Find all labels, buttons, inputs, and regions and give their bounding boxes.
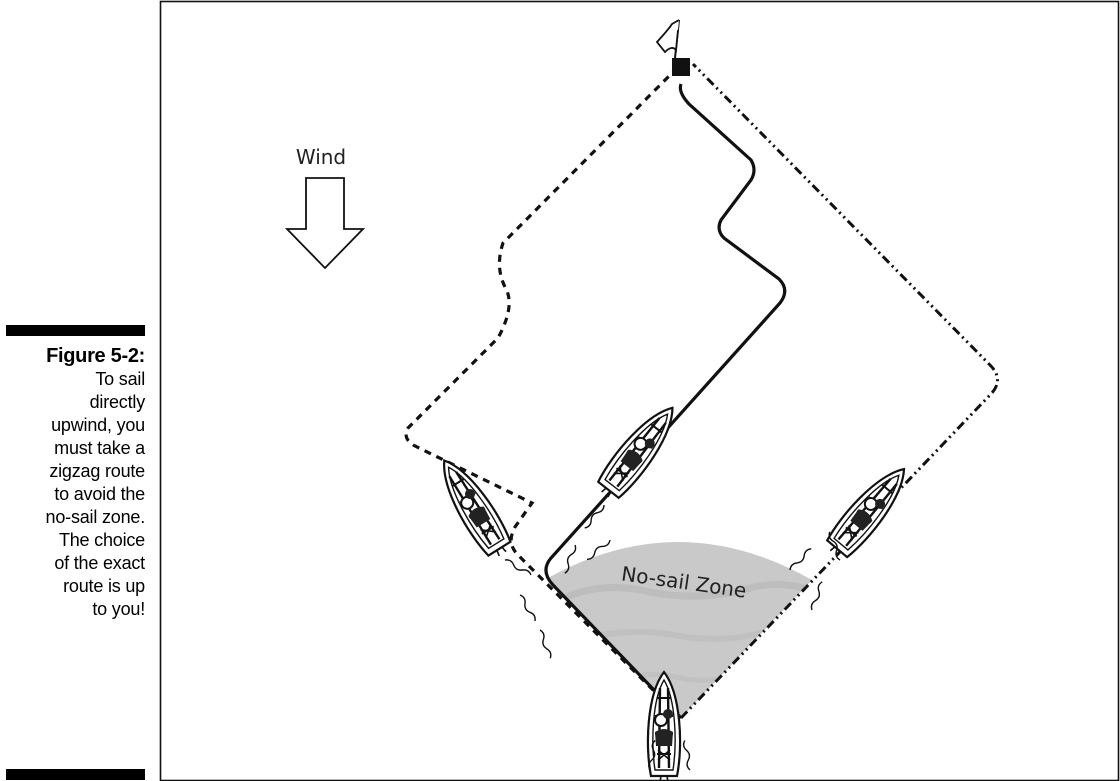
wind-label: Wind <box>296 145 346 169</box>
no-sail-zone <box>548 541 812 718</box>
caption-top-rule <box>6 325 145 336</box>
caption-line: must take a <box>54 438 145 458</box>
caption-line: route is up <box>63 576 145 596</box>
caption-line: of the exact <box>54 553 145 573</box>
route-middle-solid <box>544 83 787 720</box>
figure-caption: Figure 5-2: To sail directly upwind, you… <box>0 344 146 621</box>
caption-bottom-rule <box>6 769 145 780</box>
sailboat-icon <box>819 457 918 565</box>
route-right-dashdot <box>679 62 999 720</box>
caption-line: To sail <box>95 369 145 389</box>
caption-line: directly <box>89 392 146 412</box>
wind-arrow-icon <box>284 177 366 270</box>
sailboat-icon <box>429 450 518 564</box>
caption-line: zigzag route <box>49 461 145 481</box>
caption-line: no-sail zone. <box>45 507 146 527</box>
flag-icon <box>655 19 690 76</box>
caption-line: to avoid the <box>54 484 145 504</box>
figure-label: Figure 5-2: <box>46 345 145 367</box>
caption-line: upwind, you <box>51 415 145 435</box>
sailboat-icon <box>590 396 687 506</box>
route-left-dashed <box>404 62 683 720</box>
caption-line: The choice <box>58 530 145 550</box>
caption-line: to you! <box>92 599 145 619</box>
